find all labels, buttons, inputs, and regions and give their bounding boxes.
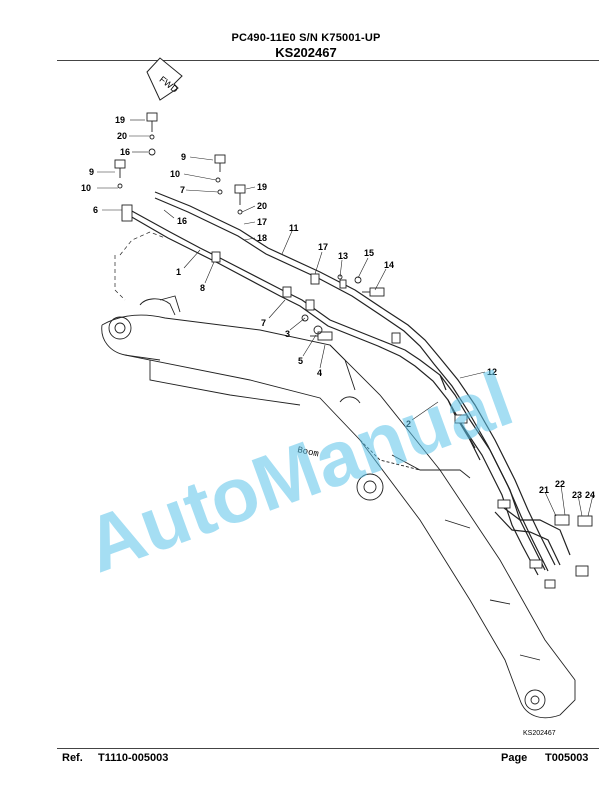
ref-value: T1110-005003 xyxy=(98,752,169,764)
callout-22: 22 xyxy=(555,479,565,489)
callout-9-b: 9 xyxy=(181,152,186,162)
callout-5: 5 xyxy=(298,356,303,366)
callout-20-b: 20 xyxy=(257,201,267,211)
header-divider xyxy=(57,60,599,61)
callout-labels: 19 20 16 9 10 6 9 10 7 19 20 16 17 18 11… xyxy=(81,115,595,500)
callout-12: 12 xyxy=(487,367,497,377)
callout-13: 13 xyxy=(338,251,348,261)
callout-9: 9 xyxy=(89,167,94,177)
callout-8: 8 xyxy=(200,283,205,293)
callout-20: 20 xyxy=(117,131,127,141)
ref-label: Ref. xyxy=(62,752,83,764)
callout-23: 23 xyxy=(572,490,582,500)
callout-24: 24 xyxy=(585,490,595,500)
view-boundary xyxy=(114,231,166,301)
footer-divider xyxy=(57,748,599,749)
callout-18: 18 xyxy=(257,233,267,243)
callout-7-b: 7 xyxy=(261,318,266,328)
drawing-ref-label: KS202467 xyxy=(523,730,556,737)
callout-11: 11 xyxy=(289,223,299,233)
page-label: Page xyxy=(501,752,528,764)
boom-outline xyxy=(101,295,576,719)
callout-19-b: 19 xyxy=(257,182,267,192)
callout-6: 6 xyxy=(93,205,98,215)
callout-2: 2 xyxy=(406,419,411,429)
callout-10-b: 10 xyxy=(170,169,180,179)
model-title: PC490-11E0 S/N K75001-UP xyxy=(231,32,381,44)
callout-17-b: 17 xyxy=(318,242,328,252)
callout-16-b: 16 xyxy=(177,216,187,226)
callout-21: 21 xyxy=(539,485,549,495)
callout-16: 16 xyxy=(120,147,130,157)
callout-15: 15 xyxy=(364,248,374,258)
callout-14: 14 xyxy=(384,260,394,270)
callout-1: 1 xyxy=(176,267,181,277)
callout-19: 19 xyxy=(115,115,125,125)
fwd-arrow-icon: FWD xyxy=(146,57,183,101)
drawing-code-title: KS202467 xyxy=(275,45,337,60)
page-value: T005003 xyxy=(545,752,589,764)
callout-10: 10 xyxy=(81,183,91,193)
bolts xyxy=(114,112,385,341)
watermark: AutoManual xyxy=(74,354,523,589)
leader-lines xyxy=(97,119,594,517)
callout-4: 4 xyxy=(317,368,322,378)
callout-7: 7 xyxy=(180,185,185,195)
clamps xyxy=(121,204,593,589)
boom-label: Boom xyxy=(296,445,319,459)
callout-3: 3 xyxy=(285,329,290,339)
callout-17: 17 xyxy=(257,217,267,227)
